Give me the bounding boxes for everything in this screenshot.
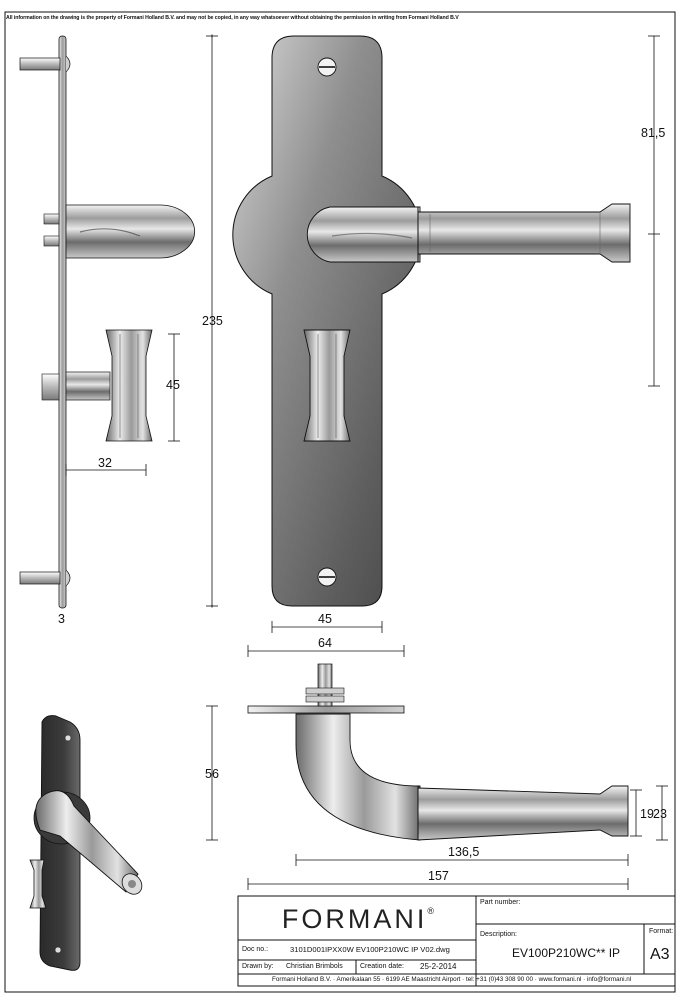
dimension-23: 23	[653, 807, 667, 821]
copyright-notice: All information on the drawing is the pr…	[6, 15, 459, 21]
format-value: A3	[650, 946, 670, 963]
dimension-45-thumbturn: 45	[166, 378, 180, 392]
part-number-label: Part number:	[480, 899, 521, 906]
dimension-56: 56	[205, 767, 219, 781]
formani-logo: FORMANI®	[281, 904, 435, 934]
dimension-19: 19	[640, 807, 654, 821]
dimension-136-5: 136,5	[448, 845, 480, 859]
side-plate	[58, 35, 67, 609]
title-block-frame	[237, 895, 676, 987]
dimension-lines	[65, 34, 668, 890]
front-top-screw	[317, 57, 337, 77]
side-top-screw	[19, 55, 71, 73]
doc-no-label: Doc no.:	[242, 946, 269, 953]
top-view	[247, 663, 629, 841]
dimension-235: 235	[202, 314, 223, 328]
side-thumbturn	[41, 329, 153, 442]
isometric-view	[29, 715, 143, 971]
top-spindle	[317, 663, 333, 707]
dimension-3: 3	[58, 612, 65, 626]
top-lever-bend	[295, 713, 421, 841]
top-lever-grip	[417, 785, 629, 841]
front-view	[232, 35, 631, 607]
drawn-by-label: Drawn by:	[242, 963, 274, 970]
dimension-45-rose: 45	[318, 612, 332, 626]
creation-date-value: 25-2-2014	[420, 962, 457, 971]
side-lever-boss	[43, 204, 195, 259]
iso-lever	[35, 790, 139, 893]
dimension-81-5: 81,5	[641, 126, 666, 140]
top-plate	[247, 705, 405, 714]
description-value: EV100P210WC** IP	[512, 946, 621, 960]
side-bottom-screw	[19, 569, 71, 587]
dimension-157: 157	[428, 869, 449, 883]
front-lever-handle	[306, 203, 631, 263]
drawn-by-value: Christian Brimbols	[286, 963, 343, 970]
front-backplate	[232, 35, 422, 607]
sheet-border	[4, 11, 676, 993]
format-label: Format:	[649, 928, 674, 935]
iso-thumbturn	[29, 859, 47, 909]
dimension-32: 32	[98, 456, 112, 470]
company-footer: Formani Holland B.V. · Amerikalaan 55 · …	[272, 976, 632, 983]
doc-no-value: 3101D001IPXX0W EV100P210WC IP V02.dwg	[290, 945, 450, 954]
creation-date-label: Creation date:	[360, 963, 404, 970]
description-label: Description:	[480, 931, 517, 938]
side-view	[19, 35, 195, 609]
front-bottom-screw	[317, 567, 337, 587]
front-thumbturn	[303, 329, 351, 442]
dimension-64: 64	[318, 636, 332, 650]
